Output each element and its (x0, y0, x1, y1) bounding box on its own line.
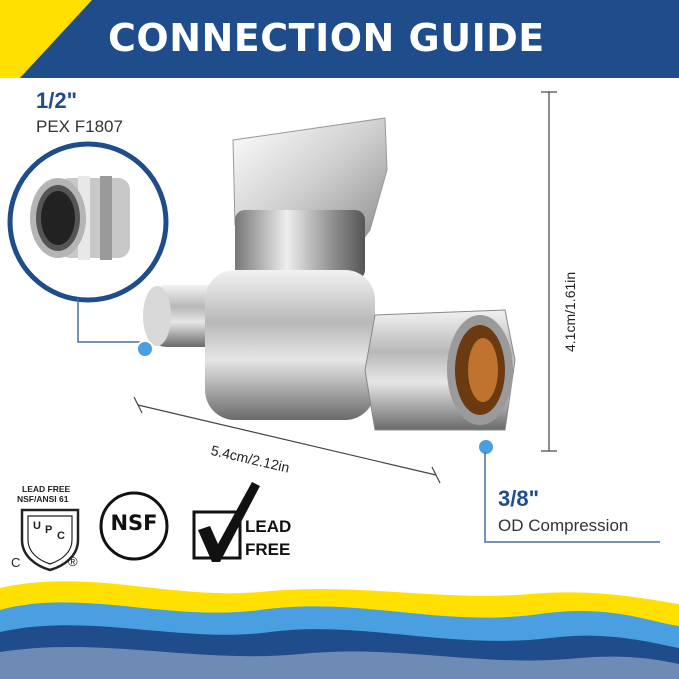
bottom-wave-decoration (0, 581, 679, 679)
outlet-size-label: 3/8" (498, 486, 540, 511)
upc-shield-icon (20, 508, 80, 572)
inlet-marker (136, 340, 154, 358)
ball-valve-image (143, 117, 516, 431)
canada-c-mark: C (11, 555, 21, 570)
nsf-logo-text: NSF (110, 511, 158, 535)
lead-free-check-icon (192, 482, 260, 562)
inlet-zoom-circle (7, 141, 169, 343)
registered-mark: ® (68, 554, 78, 569)
nsf-logo-icon (99, 491, 169, 561)
lead-free-small-label: LEAD FREE (22, 484, 71, 494)
lead-free-badge-line1: LEAD (245, 517, 292, 536)
outlet-marker (477, 438, 495, 456)
inlet-type-label: PEX F1807 (36, 117, 123, 136)
upc-letter-c: C (57, 530, 65, 542)
banner-background (0, 0, 679, 78)
lead-free-badge-line2: FREE (245, 540, 291, 559)
upc-letter-p: P (45, 524, 53, 536)
inlet-size-label: 1/2" (36, 88, 78, 113)
banner-title: CONNECTION GUIDE (108, 16, 545, 60)
upc-letter-u: U (33, 520, 41, 532)
height-dimension-label: 4.1cm/1.61in (562, 271, 578, 352)
nsf-standard-label: NSF/ANSI 61 (17, 494, 69, 504)
outlet-type-label: OD Compression (498, 516, 629, 535)
